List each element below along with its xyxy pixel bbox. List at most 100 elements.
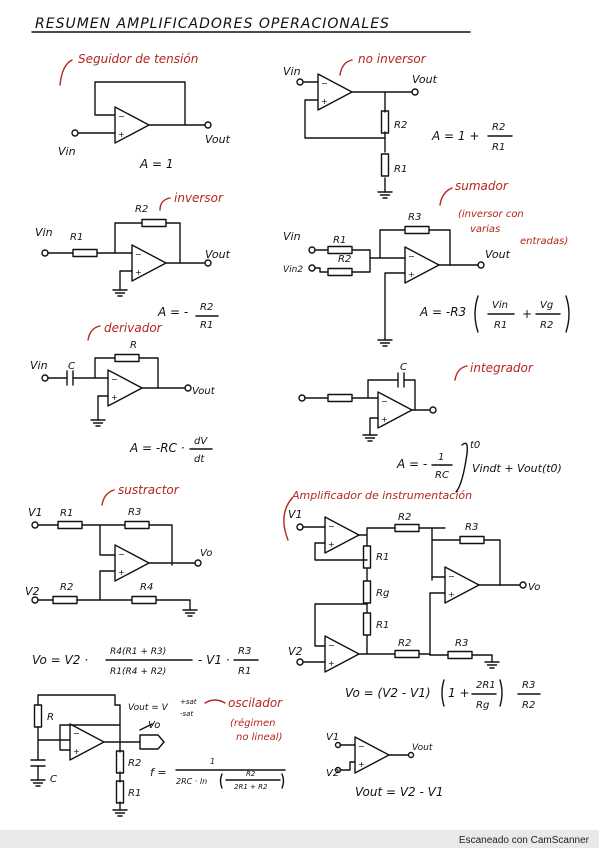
sustractor-f1-num: R4(R1 + R3)	[110, 647, 166, 657]
instrumentacion-v2: V2	[288, 645, 303, 658]
oscilador-f: f =	[150, 766, 167, 779]
oscilador-vout-sup: +sat	[180, 698, 197, 706]
no-inversor-num: R2	[492, 122, 505, 133]
sumador-note-1: (inversor con	[458, 209, 524, 220]
sumador-note-2: varias	[470, 224, 500, 235]
derivador-vin: Vin	[30, 359, 48, 372]
circuit-seguidor: Seguidor de tensión Vin Vout A = 1	[58, 52, 231, 171]
inversor-vout: Vout	[205, 248, 231, 261]
oscilador-vout-sub: -sat	[180, 710, 193, 718]
sustractor-title: sustractor	[118, 483, 180, 497]
integrador-integrand: Vindt + Vout(t0)	[472, 462, 562, 475]
inversor-vin: Vin	[35, 226, 53, 239]
sumador-vin2: Vin2	[283, 265, 303, 275]
integrador-formula: A = -	[396, 457, 427, 471]
instrumentacion-r-den: R2	[522, 700, 535, 711]
diferencial-v1: V1	[326, 732, 339, 743]
sumador-r3: R3	[408, 212, 421, 223]
derivador-den: dt	[194, 454, 205, 465]
integrador-den: RC	[435, 470, 449, 481]
sustractor-v1: V1	[28, 506, 43, 519]
sumador-title: sumador	[455, 179, 509, 193]
sustractor-r4: R4	[140, 582, 153, 593]
scanned-page: − + RESUMEN AMPLIFICADORES OPERACIONALES…	[0, 0, 599, 830]
circuit-inversor: inversor Vin R1 R2 Vout A = - R2 R1	[35, 191, 231, 331]
sumador-vout: Vout	[485, 248, 511, 261]
oscilador-title: oscilador	[228, 696, 283, 710]
oscilador-r: R	[47, 712, 54, 723]
sustractor-f2-num: R3	[238, 646, 251, 657]
scanner-watermark: Escaneado con CamScanner	[458, 835, 589, 846]
oscilador-vout: Vout = V	[128, 703, 169, 713]
sumador-t1-num: Vin	[492, 300, 508, 311]
instrumentacion-r2-top: R2	[398, 512, 411, 523]
no-inversor-r2: R2	[394, 120, 407, 131]
derivador-r: R	[130, 340, 137, 351]
sumador-plus: +	[522, 307, 532, 321]
no-inversor-vin: Vin	[283, 65, 301, 78]
instrumentacion-vo: Vo	[528, 582, 540, 593]
no-inversor-vout: Vout	[412, 73, 438, 86]
circuit-instrumentacion: Amplificador de instrumentación V1 R2 R3…	[283, 489, 541, 711]
oscilador-vo: Vo	[148, 720, 160, 731]
sustractor-vo: Vo	[200, 548, 212, 559]
no-inversor-title: no inversor	[358, 52, 427, 66]
instrumentacion-v1: V1	[288, 508, 303, 521]
seguidor-vout: Vout	[205, 133, 231, 146]
derivador-vout: Vout	[192, 386, 216, 397]
no-inversor-formula: A = 1 +	[431, 129, 479, 143]
sumador-note-3: entradas)	[520, 236, 568, 247]
inversor-r1: R1	[70, 232, 83, 243]
instrumentacion-r-num: R3	[522, 680, 535, 691]
sustractor-formula: Vo = V2 ·	[32, 653, 88, 667]
circuit-sustractor: sustractor V1 R1 R3 Vo V2 R2 R4 Vo = V2 …	[25, 483, 259, 677]
circuit-integrador: integrador C A = - 1 RC t0 Vindt + Vout(…	[298, 361, 562, 493]
instrumentacion-rg: Rg	[376, 588, 389, 599]
derivador-title: derivador	[104, 321, 163, 335]
instrumentacion-g-num: 2R1	[476, 680, 496, 691]
oscilador-f-den: 2RC · ln	[176, 777, 207, 786]
integrador-num: 1	[438, 452, 444, 463]
diferencial-formula: Vout = V2 - V1	[355, 785, 444, 799]
oscilador-c: C	[50, 774, 57, 785]
integrador-upper: t0	[470, 440, 480, 451]
no-inversor-den: R1	[492, 142, 505, 153]
oscilador-r1: R1	[128, 788, 141, 799]
derivador-c: C	[68, 361, 75, 372]
no-inversor-r1: R1	[394, 164, 407, 175]
instrumentacion-r3-top: R3	[465, 522, 478, 533]
page-title: RESUMEN AMPLIFICADORES OPERACIONALES	[35, 16, 390, 32]
sustractor-f2-den: R1	[238, 666, 251, 677]
sustractor-f-mid: - V1 ·	[198, 653, 230, 667]
sumador-t1-den: R1	[494, 320, 507, 331]
oscilador-f-num: 1	[210, 757, 215, 766]
seguidor-title: Seguidor de tensión	[78, 52, 198, 66]
instrumentacion-r1-top: R1	[376, 552, 389, 563]
instrumentacion-formula: Vo = (V2 - V1)	[345, 686, 431, 700]
circuit-derivador: derivador Vin C R Vout A = -RC · dV dt	[30, 321, 216, 465]
seguidor-vin: Vin	[58, 145, 76, 158]
sustractor-f1-den: R1(R4 + R2)	[110, 667, 166, 677]
circuit-sumador: sumador (inversor con varias entradas) V…	[283, 179, 570, 347]
sumador-formula: A = -R3	[419, 305, 466, 319]
circuit-oscilador: R C R2 R1 Vo Vout = V +sat -sat oscilado…	[30, 694, 286, 817]
diferencial-vout: Vout	[412, 743, 433, 753]
sumador-t2-num: Vg	[540, 300, 553, 311]
instrumentacion-r2-bot: R2	[398, 638, 411, 649]
sumador-r2: R2	[338, 254, 351, 265]
sustractor-r2: R2	[60, 582, 73, 593]
integrador-title: integrador	[470, 361, 534, 375]
derivador-formula: A = -RC ·	[129, 441, 185, 455]
sustractor-v2: V2	[25, 585, 40, 598]
sustractor-r1: R1	[60, 508, 73, 519]
sustractor-r3: R3	[128, 507, 141, 518]
instrumentacion-g-den: Rg	[476, 700, 489, 711]
oscilador-note-2: no lineal)	[236, 732, 283, 743]
inversor-title: inversor	[174, 191, 224, 205]
notes-sheet: − + RESUMEN AMPLIFICADORES OPERACIONALES…	[25, 16, 570, 817]
inversor-den: R1	[200, 320, 213, 331]
integrador-c: C	[400, 362, 407, 373]
oscilador-f-in-den: 2R1 + R2	[234, 783, 268, 791]
instrumentacion-r3-bot: R3	[455, 638, 468, 649]
sumador-r1: R1	[333, 235, 346, 246]
